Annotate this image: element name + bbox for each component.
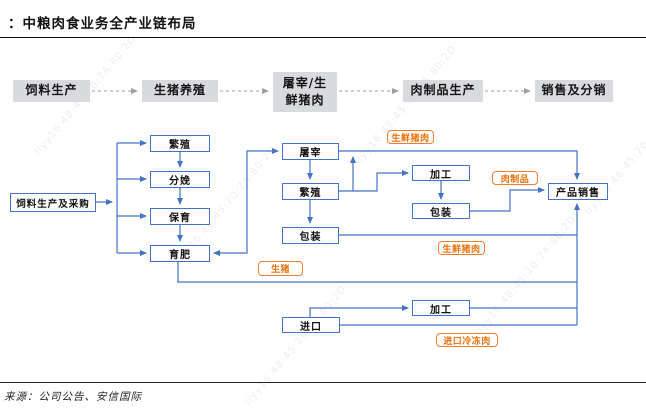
- node-breeding: 繁殖: [150, 135, 210, 152]
- node-product-sales: 产品销售: [548, 183, 608, 200]
- footer-divider: [0, 382, 646, 383]
- stage-box-sales-distribution: 销售及分销: [535, 80, 613, 102]
- stage-box-meat-products: 肉制品生产: [403, 80, 483, 102]
- stage-box-pig-farming: 生猪养殖: [142, 80, 218, 102]
- tag-live-pig: 生猪: [258, 261, 303, 276]
- node-fattening: 育肥: [150, 245, 210, 262]
- node-feed-production-procurement: 饲料生产及采购: [10, 193, 96, 212]
- node-slaughter: 屠宰: [282, 143, 339, 160]
- flow-connectors: [96, 140, 580, 326]
- tag-fresh-pork-top: 生鲜猪肉: [387, 130, 434, 144]
- node-import-processing: 加工: [412, 300, 470, 316]
- node-import: 进口: [282, 317, 340, 333]
- tag-imported-frozen-meat: 进口冷冻肉: [436, 333, 498, 347]
- node-processing: 加工: [412, 165, 470, 181]
- title-divider: [0, 37, 646, 38]
- node-packaging-fresh: 包装: [282, 227, 339, 244]
- tag-meat-products: 肉制品: [492, 171, 538, 185]
- source-note: 来源：公司公告、安信国际: [4, 392, 142, 403]
- node-nursery: 保育: [150, 208, 210, 225]
- node-slaughter-mid: 繁殖: [282, 183, 339, 200]
- node-packaging-meat: 包装: [412, 203, 470, 219]
- stage-box-feed-production: 饲料生产: [13, 80, 90, 102]
- stage-box-slaughter-fresh: 屠宰/生鲜猪肉: [273, 72, 337, 112]
- tag-fresh-pork-bottom: 生鲜猪肉: [438, 241, 485, 255]
- figure-title: ：中粮肉食业务全产业链布局: [8, 16, 197, 32]
- node-farrowing: 分娩: [150, 171, 210, 188]
